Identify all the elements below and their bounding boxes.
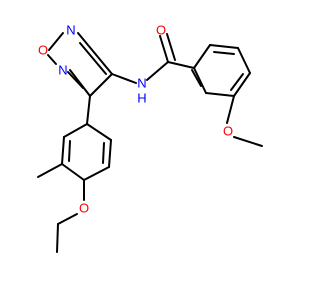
bond-r1-a bbox=[193, 44, 211, 69]
bond-r2-e bbox=[108, 139, 112, 168]
bond-r2-b bbox=[61, 136, 65, 165]
bond-n-c3-double bbox=[79, 42, 107, 75]
bond-c4-n-double bbox=[67, 71, 84, 89]
bond-oethoxy-ch2 bbox=[57, 213, 78, 225]
bond-ring-omethoxy bbox=[226, 95, 235, 124]
ring-nitrogen-top-label: N bbox=[66, 23, 75, 38]
bond-carbonyl-o bbox=[159, 35, 169, 63]
ethoxy-oxygen-label: O bbox=[79, 201, 89, 216]
bond-n-c3 bbox=[77, 32, 113, 75]
bond-carbonyl-o-double bbox=[166, 33, 176, 61]
bond-c4-n bbox=[69, 69, 91, 97]
bond-omethoxy-ch3 bbox=[233, 136, 263, 147]
bond-r2-d bbox=[83, 166, 110, 181]
oxadiazole-ring bbox=[47, 32, 113, 97]
methoxy-oxygen-label: O bbox=[223, 124, 233, 139]
bond-r2-c bbox=[61, 163, 85, 181]
bond-c3-c4 bbox=[89, 73, 113, 97]
bond-carbonyl-ring bbox=[167, 61, 195, 69]
ring-nitrogen-left-label: N bbox=[58, 63, 67, 78]
amide-linkage bbox=[111, 33, 195, 84]
bond-r2-f bbox=[86, 123, 112, 141]
ring-oxygen-label: O bbox=[38, 43, 48, 58]
amide-hydrogen-label: H bbox=[137, 91, 146, 106]
bond-r1-f bbox=[193, 67, 207, 94]
molecule-structure: O N N N H O O O bbox=[37, 23, 263, 253]
bond-r2-a bbox=[63, 123, 88, 138]
bond-o-n bbox=[48, 32, 64, 51]
bond-c4-ring bbox=[86, 95, 91, 125]
bond-r1-d bbox=[233, 72, 251, 97]
bond-r2-b-double bbox=[68, 140, 71, 162]
bond-r1-c bbox=[237, 47, 251, 74]
bond-n-o bbox=[47, 54, 57, 65]
bond-ch2-ch3 bbox=[56, 223, 59, 253]
ethoxymethylphenyl-ring bbox=[37, 95, 112, 253]
methoxyphenyl-ring bbox=[191, 44, 263, 147]
molecule-canvas: O N N N H O O O bbox=[37, 23, 263, 253]
bond-r2-e-double bbox=[102, 142, 105, 164]
bond-ring-methyl bbox=[37, 163, 63, 178]
bond-r1-d-double bbox=[230, 73, 244, 91]
bond-r1-f-double bbox=[191, 69, 202, 87]
bond-r1-b-double bbox=[213, 51, 235, 55]
carbonyl-oxygen-label: O bbox=[156, 23, 166, 38]
bond-r1-e bbox=[205, 92, 235, 97]
bond-r1-b bbox=[209, 44, 239, 49]
bond-nh-carbonyl bbox=[146, 61, 169, 81]
amide-nitrogen-label: N bbox=[137, 76, 146, 91]
bond-c3-nh bbox=[111, 73, 137, 84]
